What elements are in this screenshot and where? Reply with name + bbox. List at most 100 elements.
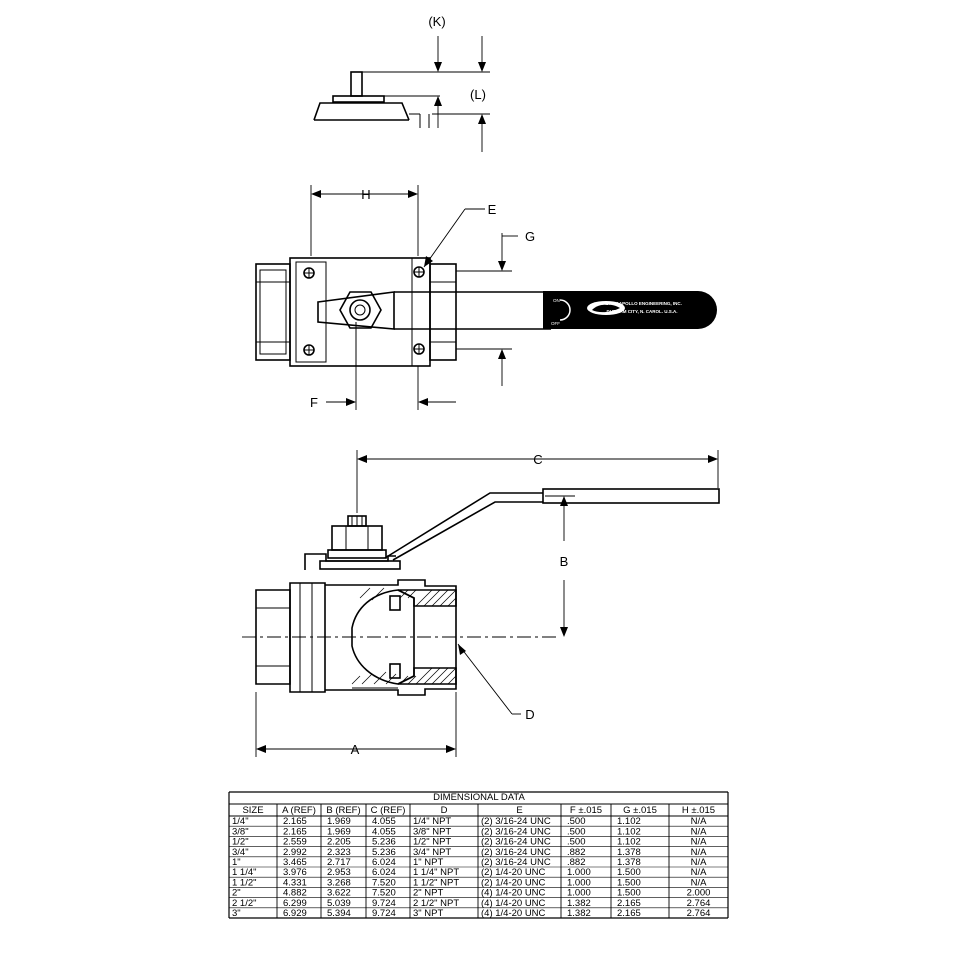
table-cell: 2.717: [327, 857, 351, 868]
stem-detail-view: [313, 36, 490, 152]
dim-label-e: E: [488, 202, 497, 217]
table-header-cell: C (REF): [371, 805, 406, 816]
table-cell: N/A: [691, 816, 708, 827]
table-cell: .500: [567, 826, 586, 837]
table-cell: (2) 3/16-24 UNC: [481, 837, 551, 848]
table-header-cell: D: [441, 805, 448, 816]
table-cell: N/A: [691, 847, 708, 858]
table-cell: 1 1/4": [232, 867, 257, 878]
table-cell: 1 1/4" NPT: [413, 867, 459, 878]
handle-mark-on: ON: [553, 298, 560, 303]
table-cell: (2) 3/16-24 UNC: [481, 816, 551, 827]
table-cell: .500: [567, 816, 586, 827]
table-cell: 2.992: [283, 847, 307, 858]
table-cell: (2) 1/4-20 UNC: [481, 877, 546, 888]
table-cell: 1 1/2": [232, 877, 257, 888]
table-cell: 2.165: [283, 816, 307, 827]
table-cell: (2) 3/16-24 UNC: [481, 857, 551, 868]
dim-label-d: D: [525, 707, 534, 722]
dim-label-l: (L): [470, 87, 486, 102]
table-cell: 1.000: [567, 888, 591, 899]
table-cell: 2": [232, 888, 241, 899]
table-cell: 6.299: [283, 898, 307, 909]
table-cell: 3/4": [232, 847, 249, 858]
table-cell: 1/4": [232, 816, 249, 827]
table-cell: 9.724: [372, 898, 396, 909]
table-cell: 3/4" NPT: [413, 847, 451, 858]
table-cell: 3" NPT: [413, 908, 443, 919]
table-cell: 6.929: [283, 908, 307, 919]
table-cell: (2) 3/16-24 UNC: [481, 826, 551, 837]
table-cell: 6.024: [372, 867, 396, 878]
table-cell: .500: [567, 837, 586, 848]
dim-label-a: A: [351, 742, 360, 757]
table-cell: 1/4" NPT: [413, 816, 451, 827]
table-cell: 1.969: [327, 826, 351, 837]
table-cell: 1.969: [327, 816, 351, 827]
handle-plate-line-1: MD. BY APOLLO ENGINEERING, INC.: [602, 301, 682, 306]
table-cell: 1.000: [567, 867, 591, 878]
table-header-cell: A (REF): [282, 805, 316, 816]
table-cell: 1.382: [567, 908, 591, 919]
table-cell: 2.323: [327, 847, 351, 858]
table-cell: 3/8": [232, 826, 249, 837]
table-cell: 5.039: [327, 898, 351, 909]
table-cell: 1.102: [617, 837, 641, 848]
table-cell: 1.378: [617, 847, 641, 858]
table-cell: 5.394: [327, 908, 351, 919]
dim-label-c: C: [533, 452, 542, 467]
table-cell: 6.024: [372, 857, 396, 868]
table-cell: 4.055: [372, 816, 396, 827]
table-cell: 5.236: [372, 837, 396, 848]
table-header-cell: G ±.015: [623, 805, 657, 816]
table-cell: 2.764: [687, 908, 711, 919]
table-cell: .882: [567, 857, 586, 868]
table-header-cell: E: [516, 805, 522, 816]
table-cell: 1.102: [617, 826, 641, 837]
table-cell: 1.378: [617, 857, 641, 868]
table-cell: 1" NPT: [413, 857, 443, 868]
table-cell: 3.622: [327, 888, 351, 899]
table-cell: 2.953: [327, 867, 351, 878]
table-cell: 2.764: [687, 898, 711, 909]
table-cell: 4.055: [372, 826, 396, 837]
handle-mark-off: OFF: [551, 321, 560, 326]
table-cell: 3.465: [283, 857, 307, 868]
table-cell: 3/8" NPT: [413, 826, 451, 837]
table-cell: 3.268: [327, 877, 351, 888]
dim-label-h: H: [361, 187, 370, 202]
table-cell: (4) 1/4-20 UNC: [481, 888, 546, 899]
table-header-cell: H ±.015: [682, 805, 715, 816]
table-cell: N/A: [691, 837, 708, 848]
table-cell: 2 1/2": [232, 898, 257, 909]
table-cell: 2.165: [617, 908, 641, 919]
table-cell: 2.559: [283, 837, 307, 848]
table-cell: (4) 1/4-20 UNC: [481, 898, 546, 909]
table-cell: 9.724: [372, 908, 396, 919]
dim-label-b: B: [560, 554, 569, 569]
table-header-cell: F ±.015: [570, 805, 602, 816]
dim-label-k: (K): [428, 14, 445, 29]
table-cell: .882: [567, 847, 586, 858]
table-cell: 5.236: [372, 847, 396, 858]
table-cell: 1.102: [617, 816, 641, 827]
table-cell: 2.000: [687, 888, 711, 899]
dim-label-f: F: [310, 395, 318, 410]
elevation-view: [242, 450, 720, 757]
table-cell: 1/2": [232, 837, 249, 848]
table-cell: 2 1/2" NPT: [413, 898, 459, 909]
handle-plate-line-2: DURHAM CITY, N. CAROL. U.S.A.: [606, 309, 677, 314]
table-cell: 1/2" NPT: [413, 837, 451, 848]
table-header-cell: SIZE: [242, 805, 263, 816]
table-cell: 3.976: [283, 867, 307, 878]
table-cell: N/A: [691, 826, 708, 837]
dim-label-g: G: [525, 229, 535, 244]
table-cell: N/A: [691, 877, 708, 888]
table-cell: 1": [232, 857, 241, 868]
table-cell: 4.331: [283, 877, 307, 888]
table-cell: 1 1/2" NPT: [413, 877, 459, 888]
table-cell: 2.205: [327, 837, 351, 848]
table-cell: 3": [232, 908, 241, 919]
